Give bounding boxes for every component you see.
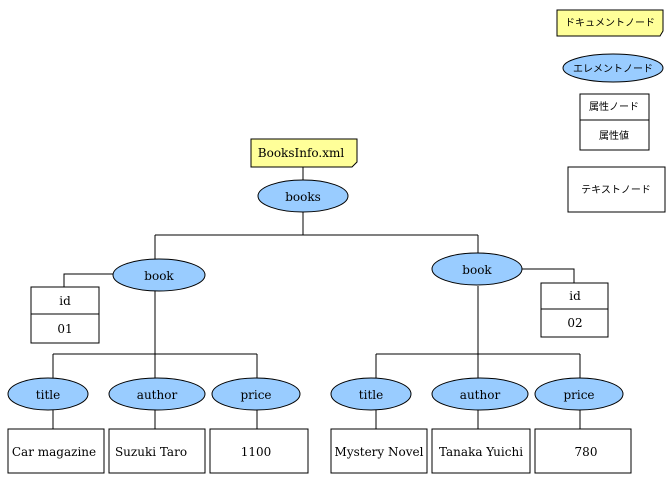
- legend: ドキュメントノード エレメントノード 属性ノード 属性値 テキストノード: [556, 9, 666, 213]
- title-element-node-2: title: [330, 377, 412, 411]
- attribute-value: 02: [567, 316, 582, 330]
- legend-text-node-label: テキストノード: [581, 185, 651, 196]
- price-element-node-2: price: [534, 377, 624, 411]
- element-label: author: [460, 388, 501, 402]
- legend-attribute-node-label: 属性ノード: [589, 100, 639, 113]
- legend-attribute-node: 属性ノード 属性値: [579, 93, 650, 151]
- attribute-name: id: [59, 294, 71, 308]
- book-attribute-node-1: id 01: [30, 286, 100, 344]
- book-attribute-node-2: id 02: [540, 282, 609, 338]
- legend-text-node: テキストノード: [567, 166, 666, 213]
- text-node-value: Mystery Novel: [335, 445, 424, 459]
- text-node-value: 780: [575, 445, 598, 459]
- legend-document-node: ドキュメントノード: [556, 9, 664, 37]
- author-element-node-2: author: [431, 377, 529, 411]
- book-element-label: book: [462, 263, 492, 277]
- text-node-author-2: Tanaka Yuichi: [431, 428, 531, 474]
- legend-element-node: エレメントノード: [562, 53, 664, 83]
- book-element-node-1: book: [112, 258, 206, 292]
- element-label: price: [240, 388, 271, 402]
- text-node-value: 1100: [241, 445, 272, 459]
- text-node-price-2: 780: [534, 428, 632, 474]
- text-node-title-1: Car magazine: [7, 428, 105, 474]
- text-node-title-2: Mystery Novel: [330, 428, 428, 474]
- text-node-author-1: Suzuki Taro: [108, 428, 206, 474]
- element-label: title: [359, 388, 383, 402]
- element-label: author: [137, 388, 178, 402]
- legend-attribute-value-label: 属性値: [599, 129, 629, 142]
- element-label: title: [36, 388, 60, 402]
- book-element-node-2: book: [431, 252, 523, 286]
- text-node-value: Tanaka Yuichi: [439, 445, 523, 459]
- document-node-label: BooksInfo.xml: [258, 146, 345, 160]
- legend-element-node-label: エレメントノード: [573, 64, 653, 75]
- legend-document-node-label: ドキュメントノード: [565, 18, 655, 29]
- element-label: price: [563, 388, 594, 402]
- document-node: BooksInfo.xml: [250, 138, 358, 168]
- author-element-node-1: author: [108, 377, 206, 411]
- book-element-label: book: [144, 269, 174, 283]
- text-node-value: Car magazine: [12, 445, 96, 459]
- root-element-label: books: [285, 190, 321, 204]
- text-node-price-1: 1100: [209, 428, 309, 474]
- title-element-node-1: title: [7, 377, 89, 411]
- text-node-value: Suzuki Taro: [115, 445, 187, 459]
- attribute-name: id: [569, 289, 581, 303]
- root-element-node: books: [257, 179, 349, 213]
- tree-connectors: [52, 167, 581, 429]
- price-element-node-1: price: [211, 377, 301, 411]
- attribute-value: 01: [57, 322, 72, 336]
